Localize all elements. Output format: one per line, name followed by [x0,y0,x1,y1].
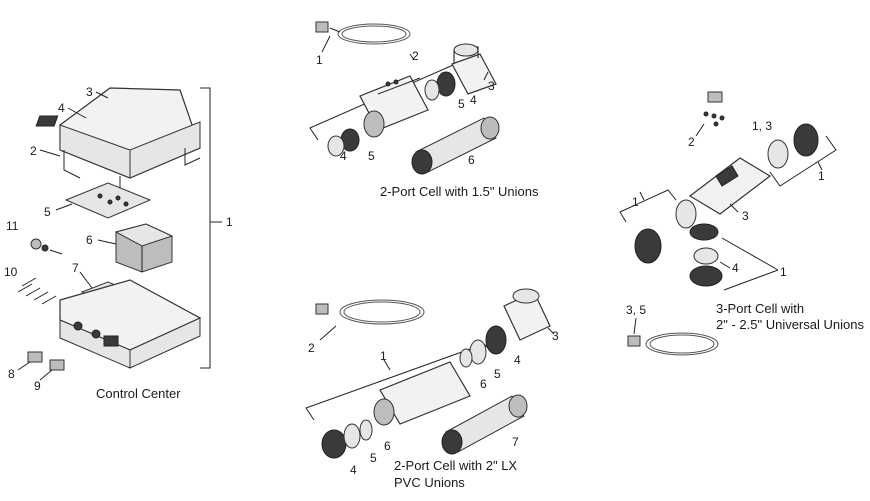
label-cc-4: 4 [58,101,65,115]
wire-harness-15 [315,21,411,45]
label-lx-7: 7 [512,435,519,449]
spare-pipe-15 [411,116,500,175]
union-end-3p-bottom [693,247,719,265]
caption-control-center: Control Center [96,386,181,401]
label-lx-5b: 5 [370,451,377,465]
label-3p-1-bottom: 1 [780,265,787,279]
union-nut-15-top [436,71,456,97]
label-lx-4a: 4 [514,353,521,367]
label-lx-2: 2 [308,341,315,355]
oring-15-bottom [327,135,345,157]
wire-harness-3p [627,332,719,356]
label-cc-3: 3 [86,85,93,99]
union-end-lx [373,398,395,426]
union-nut-3p-top [793,123,819,157]
label-c15-2: 2 [412,49,419,63]
union-nut-3p-bottom [689,265,723,287]
union-nut-lx-bottom [321,429,347,459]
circuit-board-part [64,182,152,219]
caption-two-port-lx-1: 2-Port Cell with 2" LX [394,458,517,473]
union-nut-3p-left [634,228,662,264]
two-port-lx-group: 2 3 1 4 4 5 5 6 6 7 2-Por [305,288,559,490]
label-c15-6: 6 [468,153,475,167]
label-3p-3-5: 3, 5 [626,303,646,317]
bracket-3p-right [769,135,837,187]
cover-part [35,87,201,196]
caption-two-port-15: 2-Port Cell with 1.5" Unions [380,184,539,199]
union-end-3p-top [767,139,789,169]
label-lx-5a: 5 [494,367,501,381]
label-3p-3: 3 [742,209,749,223]
label-cc-8: 8 [8,367,15,381]
label-c15-4b: 4 [340,149,347,163]
label-c15-5b: 5 [368,149,375,163]
oring-lx-bottom [343,423,361,449]
control-center-group: 1 2 3 4 5 6 7 8 9 10 11 Control Center [4,85,233,401]
cell-body-3p [688,157,772,215]
two-port-15-group: 1 2 3 4 5 4 5 6 [309,21,539,199]
label-lx-6a: 6 [480,377,487,391]
label-c15-5a: 5 [458,97,465,111]
label-c15-3: 3 [488,79,495,93]
oring-3p-bottom [689,223,719,241]
three-port-group: 2 1 1 1, 3 3 4 1 [619,91,864,356]
spare-pipe-lx [441,394,528,455]
caption-three-port-1: 3-Port Cell with [716,301,804,316]
label-3p-1-right: 1 [818,169,825,183]
label-3p-2: 2 [688,135,695,149]
label-lx-6b: 6 [384,439,391,453]
label-cc-5: 5 [44,205,51,219]
caption-two-port-lx-2: PVC Unions [394,475,465,490]
oring-lx-top [469,339,487,365]
fasteners-part [30,238,63,255]
label-c15-1: 1 [316,53,323,67]
gasket-lx-bottom [359,419,373,441]
chassis-part [59,279,202,369]
transformer-part [114,223,174,273]
screws-part [17,277,57,305]
tee-fitting-lx [503,288,551,341]
label-3p-1-3: 1, 3 [752,119,772,133]
union-end-3p-left [675,199,697,229]
label-3p-1-left: 1 [632,195,639,209]
oring-15-top [424,79,440,101]
bracket-3p-left [619,189,677,223]
connector-8-part [27,351,43,363]
control-center-bracket [200,87,211,369]
label-cc-7: 7 [72,261,79,275]
label-lx-1: 1 [380,349,387,363]
caption-three-port-2: 2" - 2.5" Universal Unions [716,317,864,332]
connector-9-part [49,359,65,371]
label-cc-10: 10 [4,265,18,279]
label-lx-3: 3 [552,329,559,343]
label-cc-2: 2 [30,144,37,158]
label-3p-4: 4 [732,261,739,275]
wire-harness-lx [315,299,425,325]
label-cc-11: 11 [6,219,19,233]
label-cc-1: 1 [226,215,233,229]
label-lx-4b: 4 [350,463,357,477]
union-nut-lx-top [485,325,507,355]
label-c15-4a: 4 [470,93,477,107]
terminal-block-3p [703,91,725,127]
label-cc-9: 9 [34,379,41,393]
gasket-lx-top [459,348,473,368]
label-cc-6: 6 [86,233,93,247]
union-end-15 [363,110,385,138]
tee-fitting-15 [451,43,497,95]
